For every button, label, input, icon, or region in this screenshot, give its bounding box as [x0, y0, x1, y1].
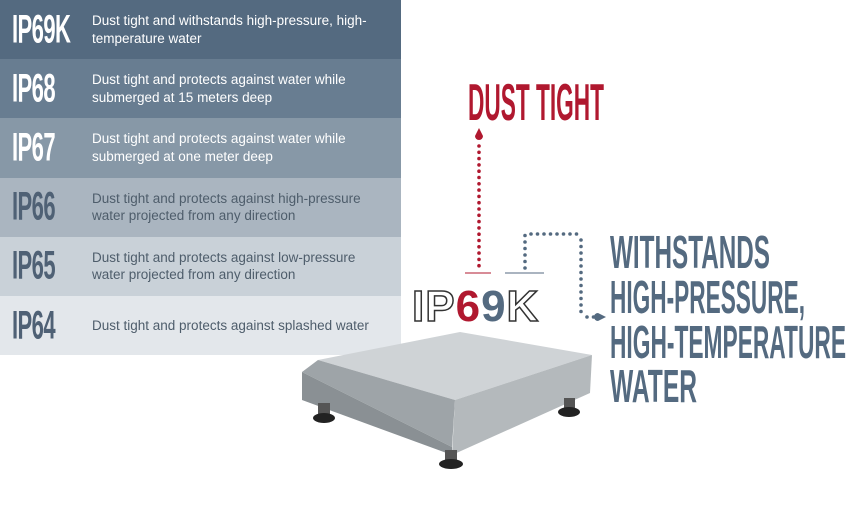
logo-prefix: IP — [411, 281, 456, 332]
connector-dot — [477, 182, 481, 186]
rating-row: IP64 Dust tight and protects against spla… — [0, 295, 401, 356]
connector-dot — [579, 296, 583, 301]
red-arrow-icon — [475, 128, 483, 140]
red-dotted-line — [465, 128, 491, 274]
logo-digit-9: 9 — [481, 282, 507, 331]
connector-dot — [555, 232, 559, 236]
rating-row: IP66 Dust tight and protects against high… — [0, 177, 401, 237]
connector-dot — [579, 303, 583, 307]
rating-code: IP66 — [12, 184, 56, 229]
connector-dot — [477, 150, 481, 155]
connector-dot — [579, 309, 583, 314]
connector-dot — [477, 226, 481, 230]
connector-dot — [477, 207, 481, 211]
rating-row: IP69K Dust tight and withstands high-pres… — [0, 0, 401, 60]
connector-dot — [477, 245, 481, 249]
water-line: WITHSTANDS — [610, 226, 770, 278]
connector-dot — [477, 156, 481, 161]
connector-dot — [477, 251, 481, 255]
connector-dot — [579, 283, 583, 288]
dust-tight-label: DUST TIGHT — [468, 74, 604, 132]
rating-description: Dust tight and protects against water wh… — [92, 131, 346, 164]
connector-dot — [535, 232, 540, 236]
water-line: HIGH-PRESSURE, — [610, 271, 805, 323]
rating-code: IP65 — [12, 243, 56, 288]
connector-dot — [477, 238, 481, 243]
connector-dot — [548, 232, 553, 236]
connector-dot — [523, 233, 527, 238]
rating-code: IP68 — [12, 66, 56, 111]
rating-description: Dust tight and withstands high-pressure,… — [92, 13, 367, 46]
connector-dot — [579, 257, 583, 262]
connector-dot — [523, 240, 527, 244]
connector-dot — [529, 232, 533, 236]
connector-dot — [542, 232, 546, 236]
connector-dot — [477, 219, 481, 224]
connector-dot — [523, 266, 527, 270]
rating-code: IP67 — [12, 125, 56, 170]
rating-code: IP69K — [12, 7, 71, 52]
rating-code: IP64 — [12, 303, 56, 348]
connector-dot — [477, 200, 481, 205]
connector-dot — [568, 232, 572, 236]
connector-dot — [477, 194, 481, 199]
rating-row: IP65 Dust tight and protects against low-… — [0, 236, 401, 296]
connector-dot — [477, 232, 481, 236]
connector-dot — [561, 232, 566, 236]
connector-dot — [477, 169, 481, 173]
logo-suffix: K — [506, 281, 540, 332]
connector-dot — [579, 290, 583, 294]
rating-description: Dust tight and protects against high-pre… — [92, 190, 361, 224]
slate-dotted-line — [505, 232, 606, 321]
connector-dot — [477, 263, 481, 268]
logo-digit-6: 6 — [455, 282, 482, 331]
connector-dot — [477, 257, 481, 262]
connector-dot — [579, 270, 583, 275]
connector-dot — [579, 244, 583, 249]
connector-dot — [579, 264, 583, 268]
ip69k-logo: IP69K — [411, 281, 540, 332]
connector-dot — [477, 144, 481, 148]
scale-platform-image — [302, 332, 592, 469]
rating-description: Dust tight and protects against low-pres… — [92, 249, 356, 283]
connector-dot — [477, 175, 481, 180]
connector-dot — [477, 188, 481, 192]
rating-description: Dust tight and protects against splashed… — [92, 317, 369, 333]
connector-dot — [574, 232, 579, 236]
connector-dot — [523, 259, 527, 264]
connector-dot — [477, 163, 481, 167]
water-line: WATER — [610, 360, 697, 412]
rating-row: IP68 Dust tight and protects against wate… — [0, 59, 401, 119]
connector-dot — [579, 251, 583, 255]
ip-ratings-table: IP69K Dust tight and withstands high-pres… — [0, 0, 401, 356]
connector-dot — [523, 246, 527, 251]
connector-dot — [585, 315, 589, 319]
connector-dot — [477, 213, 481, 218]
connector-dot — [579, 238, 583, 242]
water-resistance-label: WITHSTANDS HIGH-PRESSURE, HIGH-TEMPERATU… — [610, 226, 846, 412]
connector-dot — [523, 253, 527, 257]
water-line: HIGH-TEMPERATURE — [610, 316, 846, 368]
rating-row: IP67 Dust tight and protects against wate… — [0, 118, 401, 178]
slate-arrow-icon — [594, 313, 606, 321]
rating-description: Dust tight and protects against water wh… — [92, 72, 346, 105]
connector-dot — [579, 277, 583, 281]
